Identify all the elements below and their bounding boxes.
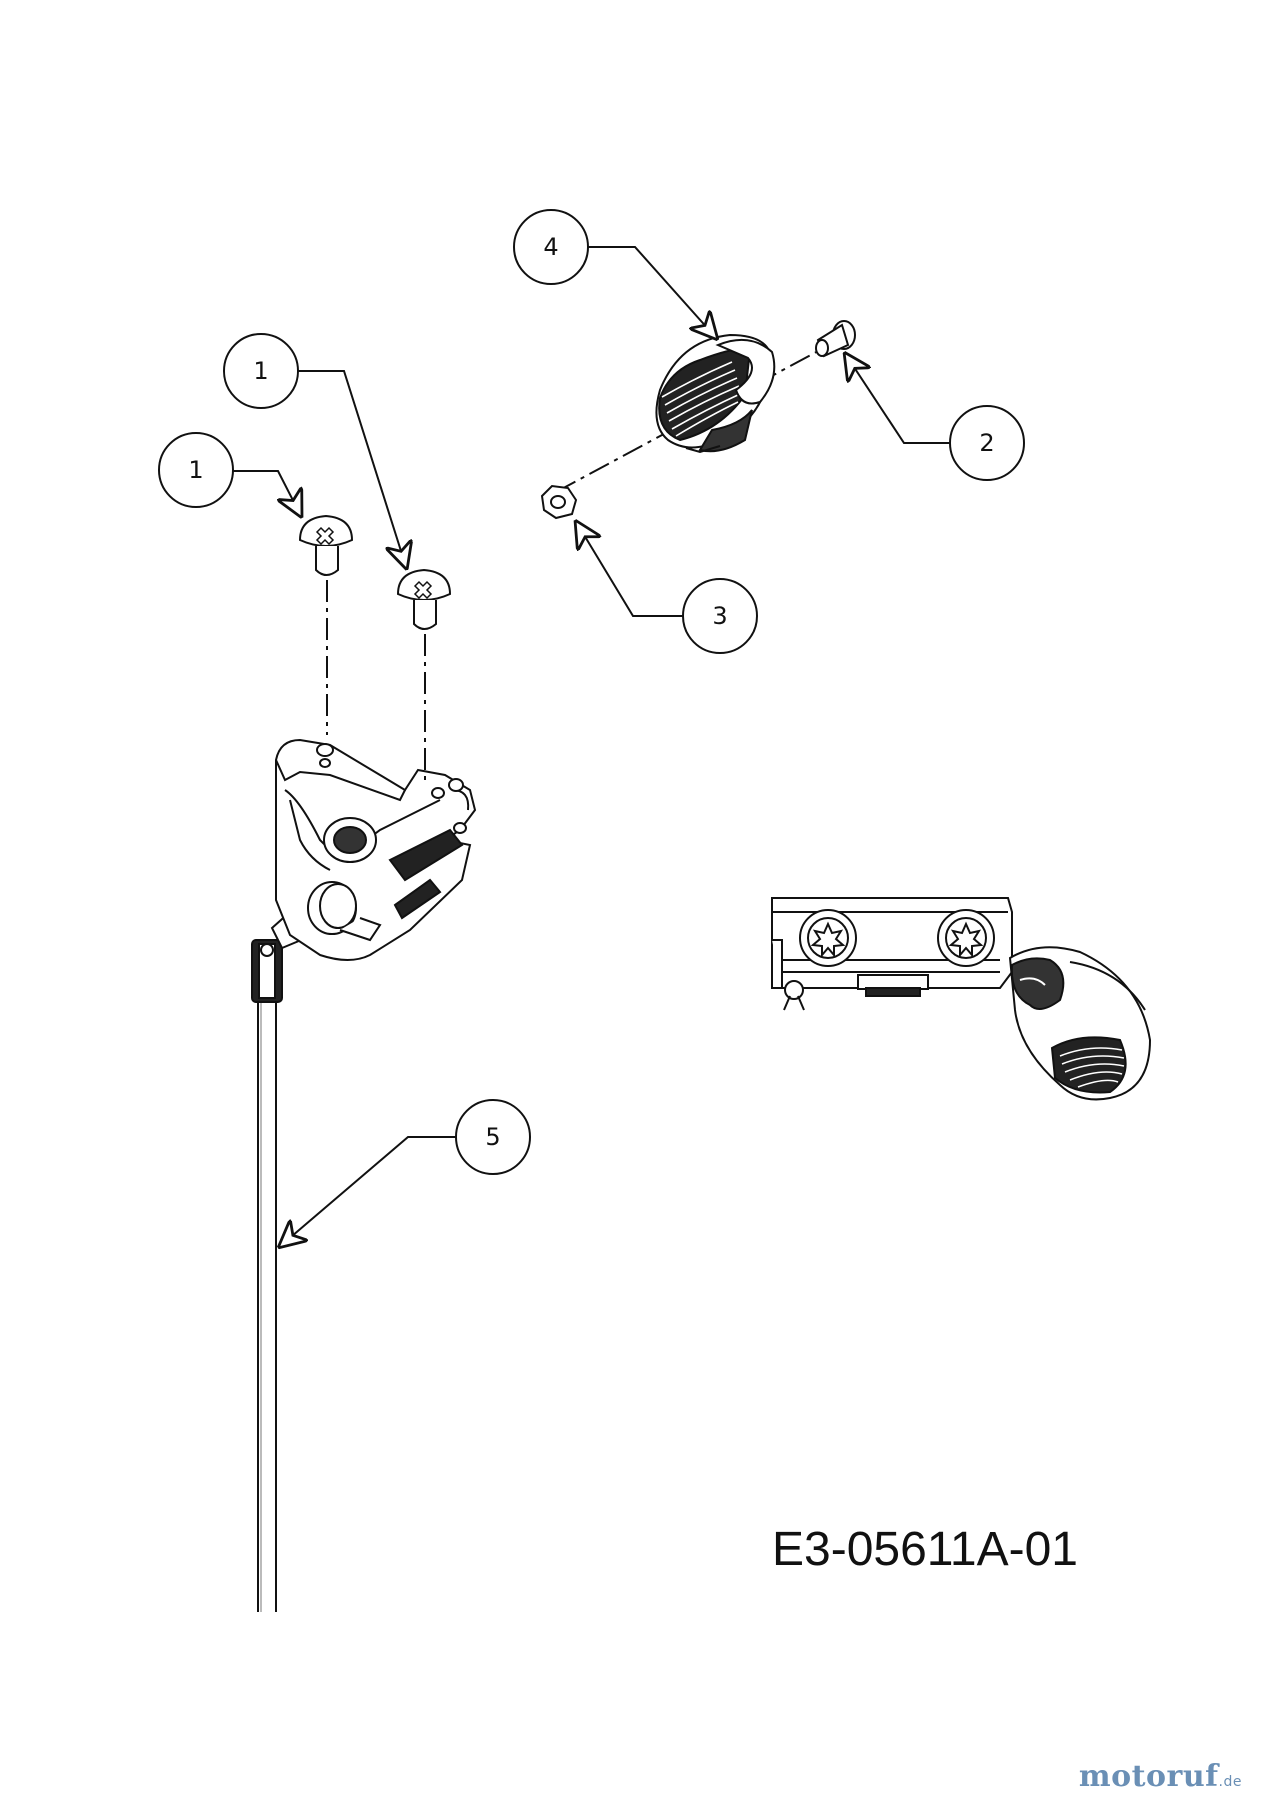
callout-5: 5 — [278, 1099, 531, 1248]
callout-1b: 1 — [223, 333, 407, 570]
callout-4: 4 — [513, 209, 718, 340]
assembled-view — [771, 897, 1152, 1101]
rod — [257, 1000, 277, 1612]
callout-2: 2 — [844, 352, 1025, 481]
callout-1a-label: 1 — [188, 456, 203, 484]
watermark-brand: motoruf — [1078, 1759, 1219, 1794]
pin-icon — [815, 320, 856, 358]
watermark: motoruf.de — [1079, 1759, 1242, 1794]
callout-1a: 1 — [158, 432, 302, 518]
callout-3: 3 — [575, 520, 758, 654]
callout-3-label: 3 — [712, 602, 727, 630]
callout-4-label: 4 — [543, 233, 558, 261]
drawing-code: E3-05611A-01 — [772, 1523, 1078, 1576]
screw-icon — [396, 568, 452, 630]
screw-icon — [298, 514, 354, 576]
knob-icon — [655, 333, 776, 454]
bracket — [251, 738, 477, 1003]
callout-2-label: 2 — [979, 429, 994, 457]
nut-icon — [540, 484, 578, 520]
callout-5-label: 5 — [485, 1123, 500, 1151]
callout-1b-label: 1 — [253, 357, 268, 385]
watermark-tld: .de — [1218, 1774, 1242, 1790]
center-lines — [326, 349, 821, 780]
